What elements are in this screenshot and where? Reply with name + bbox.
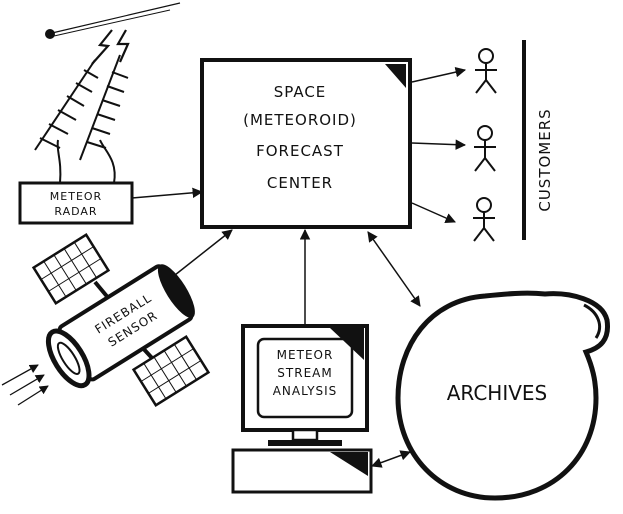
center-label-line-1: SPACE bbox=[274, 83, 327, 101]
stream-analysis-computer: METEOR STREAM ANALYSIS bbox=[231, 324, 373, 494]
customer-figure-icon bbox=[474, 125, 496, 172]
analysis-label-line-3: ANALYSIS bbox=[273, 384, 338, 398]
center-label-line-2: (METEOROID) bbox=[243, 111, 357, 129]
solar-panel-icon bbox=[31, 233, 111, 305]
center-label-line-3: FORECAST bbox=[256, 142, 344, 160]
center-archives-arrow bbox=[367, 231, 421, 307]
archives-cylinder: ARCHIVES bbox=[395, 290, 611, 501]
radar-label-line-1: METEOR bbox=[50, 190, 102, 203]
center-label-line-4: CENTER bbox=[267, 174, 333, 192]
sensor-to-center-arrow bbox=[174, 229, 233, 276]
analysis-label-line-1: METEOR bbox=[277, 348, 334, 362]
meteor-streak-icon bbox=[45, 2, 181, 39]
customer-figure-icon bbox=[475, 48, 497, 94]
center-to-customer-arrow bbox=[411, 66, 467, 83]
lightning-bolt-icon bbox=[91, 29, 130, 65]
fireball-sensor-satellite: FIREBALL SENSOR bbox=[1, 233, 211, 407]
forecast-center-box: SPACE (METEOROID) FORECAST CENTER bbox=[200, 58, 412, 229]
computer-archives-arrow bbox=[371, 450, 411, 468]
solar-panel-icon bbox=[131, 335, 211, 407]
customer-figure-icon bbox=[473, 197, 495, 242]
incoming-light-icon bbox=[1, 364, 49, 406]
archives-label: ARCHIVES bbox=[447, 381, 548, 405]
meteor-radar-box: METEOR RADAR bbox=[18, 181, 134, 225]
radar-antenna-icon bbox=[34, 54, 129, 184]
center-to-customer-arrow bbox=[411, 202, 456, 223]
center-to-customer-arrow bbox=[411, 139, 467, 150]
analysis-label-line-2: STREAM bbox=[277, 366, 332, 380]
customers-label: CUSTOMERS bbox=[536, 108, 554, 211]
customers-group: CUSTOMERS bbox=[473, 40, 554, 242]
radar-label-line-2: RADAR bbox=[54, 205, 97, 218]
radar-to-center-arrow bbox=[131, 187, 204, 199]
